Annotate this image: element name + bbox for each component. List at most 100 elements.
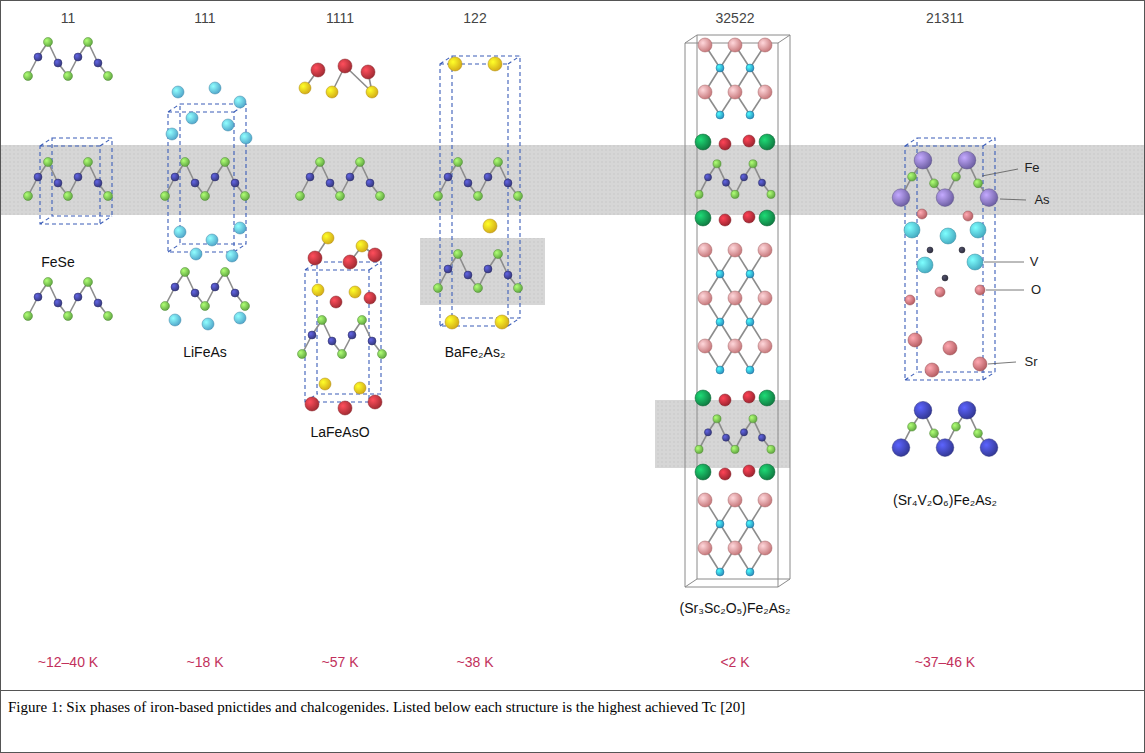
atom [434,284,443,293]
atom [925,363,939,377]
atom [222,119,234,131]
atom [698,291,712,305]
atom [908,422,917,431]
atom [24,312,33,321]
atom [719,394,731,406]
atom [474,284,483,293]
atom [722,179,729,186]
highlight-texture [1,145,1144,215]
atom [484,173,492,181]
tc-value: ~38 K [457,654,494,670]
structure-header: 11 [61,10,76,26]
atom [722,434,729,441]
atom [308,331,316,339]
atom [54,59,62,67]
structure-header: 32522 [716,10,755,26]
atom [743,135,755,147]
atom [319,378,331,390]
compound-name: (Sr₄V₂O₆)Fe₂As₂ [893,492,997,508]
atom [719,138,731,150]
atom [713,160,721,168]
atom [980,189,998,207]
leader-line [982,169,1018,176]
atom [494,250,503,259]
atom [514,284,523,293]
atom [728,38,742,52]
atom [94,179,102,187]
atom [728,85,742,99]
atom [44,38,53,47]
atom [171,173,179,181]
atom [758,541,772,555]
atom [226,250,238,262]
atom [917,209,927,219]
atom [201,192,210,201]
atom [358,316,367,325]
atom [716,366,724,374]
atom [322,232,334,244]
atom [746,64,754,72]
atom [299,82,311,94]
atom [474,192,483,201]
atom [908,172,917,181]
highlight-box [655,400,790,468]
unit-cell [905,138,995,380]
atom [935,287,945,297]
compound-name: FeSe [41,254,74,270]
atom [767,445,775,453]
atom [318,316,327,325]
figure-caption: Figure 1: Six phases of iron-based pnict… [8,697,1136,717]
atom [308,251,322,265]
atom [364,292,376,304]
atom [34,293,42,301]
highlight-texture [420,238,545,305]
atom [759,390,775,406]
atom [231,289,239,297]
atom [942,275,948,281]
atom [84,38,93,47]
atom [967,254,983,270]
atom [695,190,703,198]
atom [366,86,378,98]
atom [695,464,711,480]
element-label: Fe [1024,161,1039,176]
atom [758,243,772,257]
atom [716,318,724,326]
unit-cell [685,35,790,587]
atom [174,226,186,238]
atom [740,174,747,181]
atom [240,132,252,144]
atom [161,192,170,201]
atom [716,64,724,72]
unit-cell [305,262,381,402]
atom [211,173,219,181]
atom [338,350,347,359]
atom [354,382,366,394]
atom [104,72,113,81]
atom [330,296,342,308]
atom [908,333,922,347]
atom [296,192,305,201]
atom [758,339,772,353]
atom [221,268,230,277]
tc-value: ~18 K [187,654,224,670]
atom [494,158,503,167]
atom [740,429,747,436]
atom [927,247,933,253]
atom [759,464,775,480]
atom [338,59,352,73]
atom [504,271,512,279]
atom [348,331,356,339]
atom [905,295,915,305]
tc-value: ~37–46 K [915,654,975,670]
atom [746,111,754,119]
atom [716,270,724,278]
compound-name: BaFe₂As₂ [445,344,506,360]
atom [464,179,472,187]
atom [731,190,739,198]
structure-header: 111 [194,10,215,26]
atom [181,158,190,167]
unit-cell [440,56,520,326]
atom [914,151,932,169]
atom [338,401,352,415]
